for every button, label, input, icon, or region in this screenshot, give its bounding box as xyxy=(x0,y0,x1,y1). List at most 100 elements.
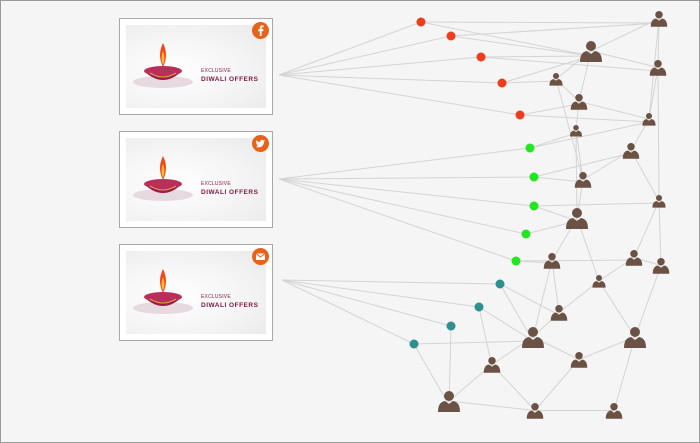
offer-card-twitter[interactable]: EXCLUSIVE DIWALI OFFERS xyxy=(119,131,273,228)
connection-edge xyxy=(278,56,482,76)
offer-text-exclusive: EXCLUSIVE xyxy=(201,294,231,300)
person-icon xyxy=(550,305,568,321)
facebook-channel-dot xyxy=(416,17,426,27)
connection-edge xyxy=(533,202,660,207)
person-icon xyxy=(652,258,670,274)
connection-edge xyxy=(278,178,535,207)
twitter-channel-dot xyxy=(521,229,531,239)
connection-edge xyxy=(598,280,636,338)
connection-edge xyxy=(630,150,660,202)
connection-edge xyxy=(515,259,635,262)
mail-channel-dot xyxy=(409,339,419,349)
connection-edge xyxy=(578,101,650,120)
connection-edge xyxy=(413,340,534,345)
connection-edge xyxy=(450,22,660,37)
connection-edge xyxy=(533,176,584,183)
mail-channel-dot xyxy=(495,279,505,289)
connection-edge xyxy=(582,150,632,180)
person-icon xyxy=(605,403,623,419)
facebook-channel-dot xyxy=(515,110,525,120)
mail-icon[interactable] xyxy=(252,248,269,265)
connection-edge xyxy=(448,400,536,411)
person-icon xyxy=(483,357,501,373)
connection-edge xyxy=(480,55,592,58)
offer-text-title: DIWALI OFFERS xyxy=(201,189,259,196)
connection-edge xyxy=(478,306,534,342)
person-icon xyxy=(526,403,544,419)
facebook-channel-dot xyxy=(476,52,486,62)
twitter-channel-dot xyxy=(511,256,521,266)
connection-edge xyxy=(529,121,650,149)
connection-edge xyxy=(501,80,557,84)
person-icon xyxy=(570,94,588,110)
connection-edge xyxy=(551,260,560,313)
person-icon xyxy=(438,391,460,412)
offer-card-image: EXCLUSIVE DIWALI OFFERS xyxy=(126,25,266,108)
twitter-channel-dot xyxy=(529,201,539,211)
offer-card-image: EXCLUSIVE DIWALI OFFERS xyxy=(126,251,266,334)
connection-edge xyxy=(278,35,452,76)
connection-edge xyxy=(634,265,662,338)
connection-edge xyxy=(420,21,660,24)
person-icon xyxy=(624,327,646,348)
connection-edge xyxy=(278,147,531,180)
connection-edge xyxy=(555,78,584,180)
person-icon xyxy=(570,352,588,368)
twitter-channel-dot xyxy=(525,143,535,153)
person-icon xyxy=(622,143,640,159)
offer-card-facebook[interactable]: EXCLUSIVE DIWALI OFFERS xyxy=(119,18,273,115)
person-icon xyxy=(566,208,588,229)
person-icon xyxy=(574,172,592,188)
connection-edge xyxy=(450,35,592,57)
connection-edge xyxy=(413,343,450,406)
person-icon xyxy=(652,195,666,208)
person-icon xyxy=(522,327,544,348)
connection-edge xyxy=(590,18,660,52)
connection-edge xyxy=(519,114,650,123)
connection-edge xyxy=(478,306,493,368)
twitter-channel-dot xyxy=(529,172,539,182)
people-layer xyxy=(438,11,670,419)
connection-edge xyxy=(499,283,534,342)
person-icon xyxy=(650,11,668,27)
connection-edge xyxy=(529,132,577,149)
connection-edge xyxy=(575,130,578,219)
edge-layer xyxy=(278,18,662,411)
offer-text-title: DIWALI OFFERS xyxy=(201,76,259,83)
connection-edge xyxy=(278,178,517,262)
offer-text-title: DIWALI OFFERS xyxy=(201,302,259,309)
mail-channel-dot xyxy=(474,302,484,312)
connection-edge xyxy=(278,74,521,116)
connection-edge xyxy=(533,205,578,222)
connection-edge xyxy=(590,50,659,68)
facebook-icon[interactable] xyxy=(252,22,269,39)
person-icon xyxy=(649,60,667,76)
person-icon xyxy=(569,125,583,137)
connection-edge xyxy=(281,279,501,285)
connection-edge xyxy=(633,200,660,258)
connection-edge xyxy=(278,74,503,84)
connection-edge xyxy=(278,176,535,180)
facebook-channel-dot xyxy=(497,78,507,88)
person-icon xyxy=(580,41,602,62)
connection-edge xyxy=(281,279,415,345)
connection-edge xyxy=(519,103,580,116)
connection-edge xyxy=(558,280,600,313)
person-icon xyxy=(549,73,563,86)
offer-text-exclusive: EXCLUSIVE xyxy=(201,181,231,187)
connection-edge xyxy=(575,130,584,180)
person-icon xyxy=(642,113,656,126)
offer-text-exclusive: EXCLUSIVE xyxy=(201,68,231,74)
twitter-icon[interactable] xyxy=(252,135,269,152)
connection-edge xyxy=(278,178,527,235)
offer-card-mail[interactable]: EXCLUSIVE DIWALI OFFERS xyxy=(119,244,273,341)
person-icon xyxy=(625,250,643,266)
diya-lamp-icon xyxy=(133,156,193,201)
connection-edge xyxy=(278,21,422,76)
facebook-channel-dot xyxy=(446,31,456,41)
channel-dot-layer xyxy=(409,17,539,349)
connection-edge xyxy=(281,279,480,308)
diya-lamp-icon xyxy=(133,269,193,314)
diya-lamp-icon xyxy=(133,43,193,88)
